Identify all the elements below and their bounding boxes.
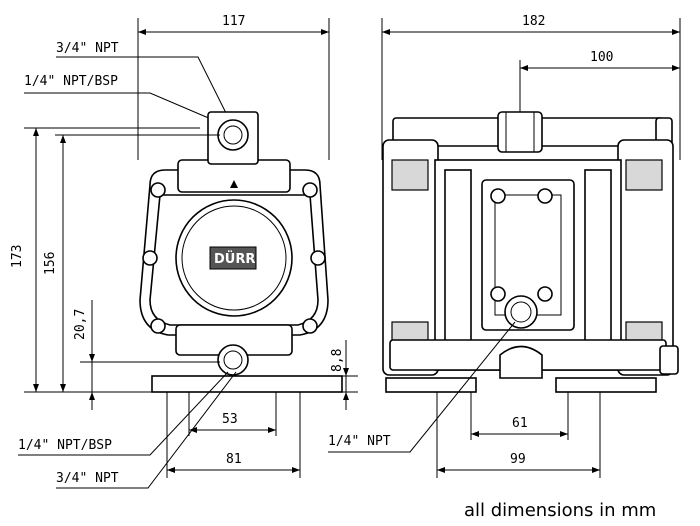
foot-spacing-dim-side: 99 <box>510 452 526 467</box>
foot-height-dim: 8,8 <box>330 349 345 372</box>
outlet-offset-dim: 100 <box>590 50 613 65</box>
air-offset-dim: 61 <box>512 416 528 431</box>
side-view: 182 100 <box>328 14 681 478</box>
foot-spacing-dim: 81 <box>226 452 242 467</box>
front-view: 117 3/4" NPT 1/4" NPT/BSP <box>10 14 358 489</box>
durr-logo: DÜRR <box>214 251 255 267</box>
label-top-air: 1/4" NPT/BSP <box>24 74 118 89</box>
label-bottom-inlet: 3/4" NPT <box>56 471 119 486</box>
label-bottom-air: 1/4" NPT/BSP <box>18 438 112 453</box>
width-dim-117: 117 <box>222 14 245 29</box>
label-air-port: 1/4" NPT <box>328 434 391 449</box>
front-bolts <box>142 182 326 334</box>
height-dim-173: 173 <box>10 245 25 268</box>
footnote: all dimensions in mm <box>464 500 656 521</box>
inlet-spacing-dim: 53 <box>222 412 238 427</box>
label-top-outlet: 3/4" NPT <box>56 41 119 56</box>
inlet-height-dim: 20,7 <box>73 309 88 340</box>
width-dim-182: 182 <box>522 14 545 29</box>
height-dim-156: 156 <box>43 252 58 275</box>
